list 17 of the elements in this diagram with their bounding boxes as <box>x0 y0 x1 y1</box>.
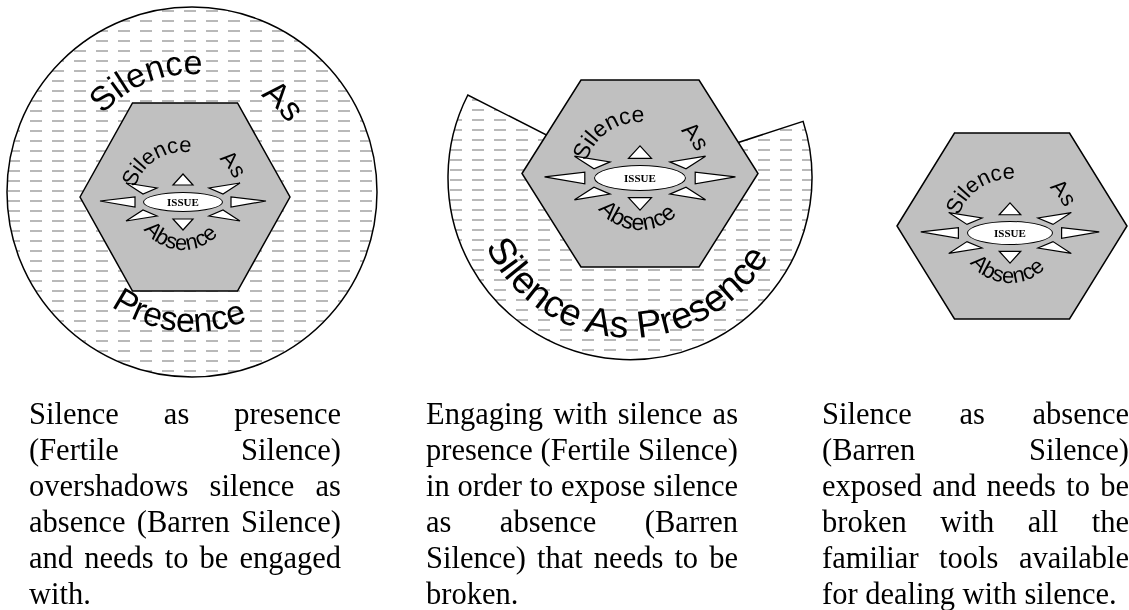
issue-label: ISSUE <box>994 227 1026 239</box>
caption-paragraph: Silence as absence (Barren Silence) exposed and needs to be broken with all the familiar tools available for dealing with silence. <box>822 396 1129 610</box>
curved-label: Absence <box>594 194 681 236</box>
curved-label: Absence <box>966 249 1049 289</box>
curved-label: Presence <box>107 279 251 340</box>
caption-paragraph: Engaging with silence as presence (Fertile Silence) in order to expose silence as absence (Barren Silence) that needs to be broken. <box>426 396 738 610</box>
curved-label: Absence <box>139 215 222 256</box>
hexagon <box>897 133 1127 319</box>
issue-label: ISSUE <box>167 196 199 208</box>
caption-paragraph: Silence as presence (Fertile Silence) overshadows silence as absence (Barren Silence) and needs to be engaged with. <box>29 396 341 610</box>
curved-label: As <box>256 71 313 128</box>
curved-label: As <box>1045 173 1083 211</box>
issue-label: ISSUE <box>624 172 656 184</box>
patterned-circle <box>6 6 378 378</box>
curved-label: Silence <box>81 42 203 120</box>
curved-label: As <box>215 145 252 182</box>
curved-label: As <box>677 116 715 155</box>
